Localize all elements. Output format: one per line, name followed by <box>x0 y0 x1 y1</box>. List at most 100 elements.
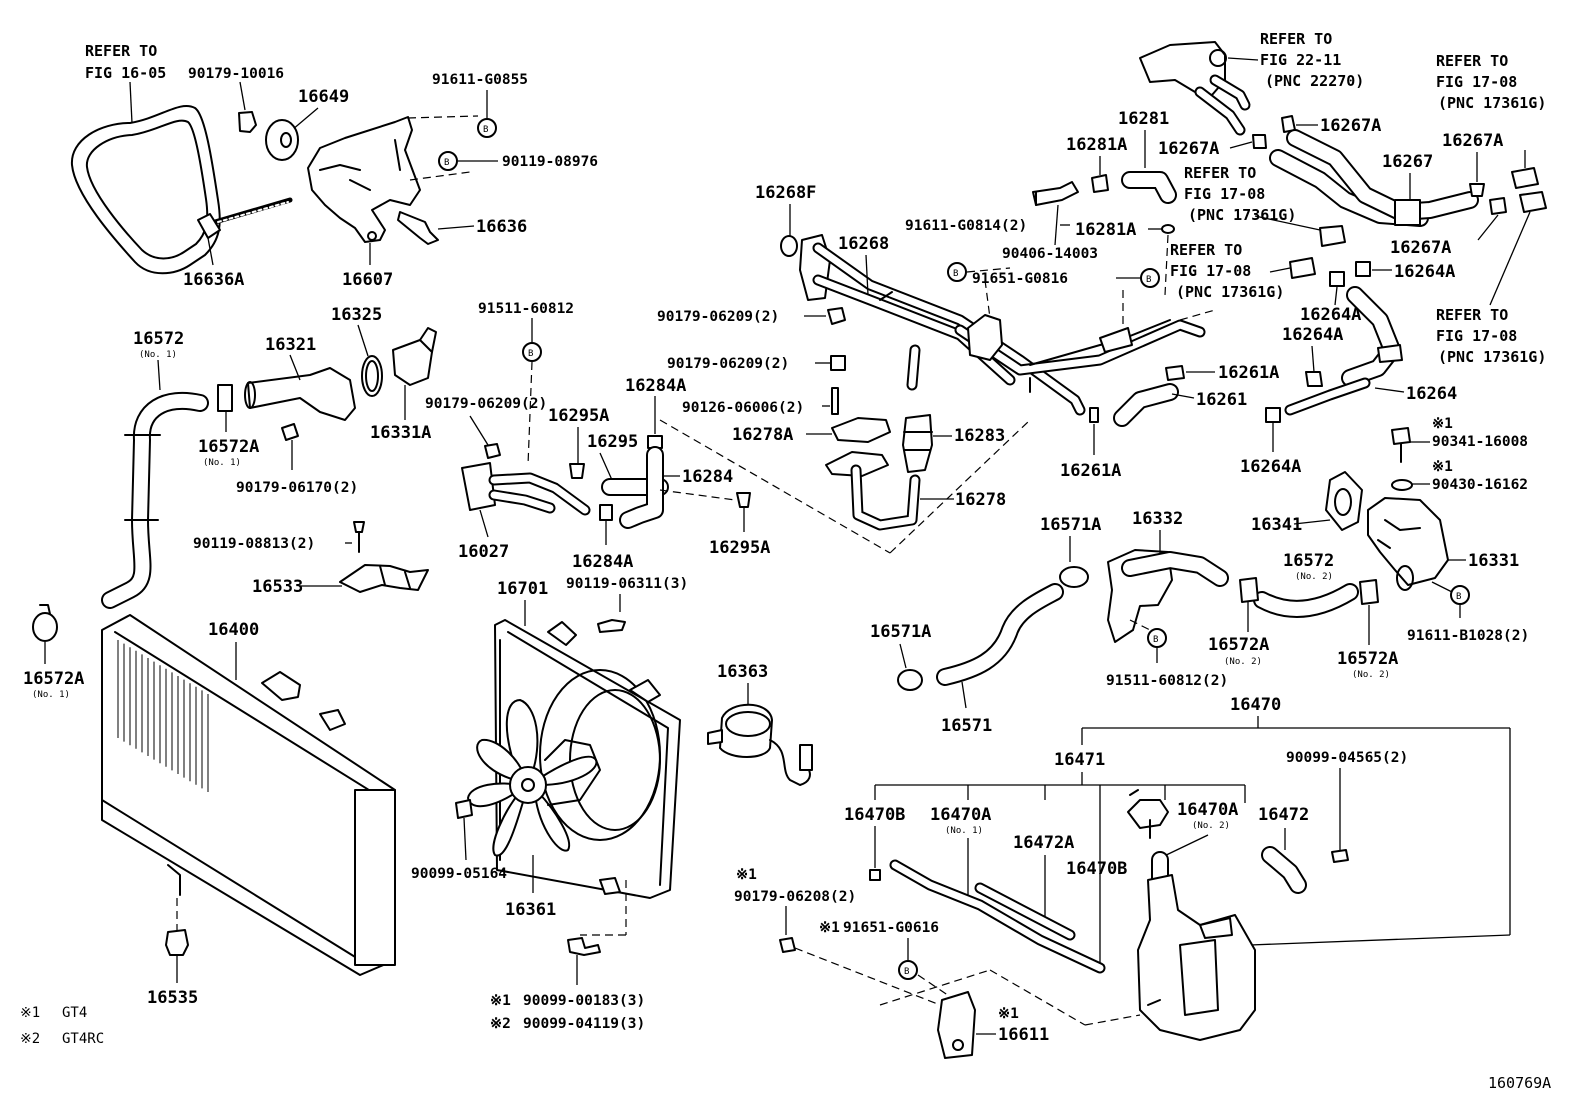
part-16332-bypass-outlet: 16332 <box>1107 509 1229 643</box>
svg-text:16261A: 16261A <box>1060 461 1121 481</box>
part-91611-b1028: B 91611-B1028(2) <box>1407 581 1529 644</box>
svg-text:90179-06170(2): 90179-06170(2) <box>236 480 358 496</box>
svg-text:16321: 16321 <box>265 335 316 355</box>
part-16264a-clamp-a: 16264A <box>1355 261 1455 282</box>
part-16471-tree: 16471 <box>874 750 1246 970</box>
part-16284a-bot: 16284A <box>572 504 633 572</box>
part-16278a-gasket: 16278A <box>732 417 891 445</box>
part-90179-06209-a: 90179-06209(2) <box>425 396 547 459</box>
svg-text:16278: 16278 <box>955 490 1006 510</box>
svg-text:REFER TO: REFER TO <box>1260 30 1332 48</box>
svg-text:16535: 16535 <box>147 988 198 1008</box>
part-16470b-b: 16470B <box>1066 851 1169 889</box>
svg-text:※2: ※2 <box>20 1031 40 1047</box>
part-16325-gasket: 16325 <box>331 305 383 397</box>
part-16264-hose: 16264 <box>1284 286 1457 416</box>
svg-text:REFER TO: REFER TO <box>1436 52 1508 70</box>
svg-text:16267A: 16267A <box>1158 139 1219 159</box>
part-91511-60812-bot: B 91511-60812(2) <box>1106 619 1228 689</box>
svg-text:FIG 17-08: FIG 17-08 <box>1436 327 1517 345</box>
svg-text:16472A: 16472A <box>1013 833 1074 853</box>
part-16267a-clamp-b: 16267A <box>1158 134 1267 159</box>
svg-text:16267A: 16267A <box>1442 131 1503 151</box>
part-90179-10016: 90179-10016 <box>188 66 284 133</box>
svg-text:16470B: 16470B <box>844 805 905 825</box>
svg-text:90126-06006(2): 90126-06006(2) <box>682 400 804 416</box>
svg-text:(PNC 22270): (PNC 22270) <box>1265 72 1364 90</box>
svg-text:16267A: 16267A <box>1320 116 1381 136</box>
part-16571-hose: 16571 <box>936 583 1064 736</box>
part-heater-pipe-ends <box>1489 150 1547 306</box>
svg-text:91611-G0855: 91611-G0855 <box>432 72 528 88</box>
part-heater-valve-ref: REFER TO FIG 22-11 (PNC 22270) <box>1139 30 1364 136</box>
svg-text:(No. 1): (No. 1) <box>32 690 70 700</box>
svg-text:16701: 16701 <box>497 579 548 599</box>
part-91511-60812-top: 91511-60812 B <box>478 301 574 466</box>
refer-mid-b: REFER TO FIG 17-08 (PNC 17361G) <box>1170 241 1316 301</box>
svg-text:16295A: 16295A <box>548 406 609 426</box>
svg-text:B: B <box>444 158 449 168</box>
svg-text:16533: 16533 <box>252 577 303 597</box>
part-16472a-hose: 16472A <box>974 833 1076 941</box>
legend: ※1 GT4 ※2 GT4RC <box>20 1005 104 1047</box>
part-16572a-clamp-b: 16572A (No. 1) <box>23 604 84 700</box>
svg-text:(PNC 17361G): (PNC 17361G) <box>1438 94 1546 112</box>
svg-text:(PNC 17361G): (PNC 17361G) <box>1176 283 1284 301</box>
part-90179-06208: ※1 90179-06208(2) <box>734 867 941 1006</box>
svg-text:REFER TO: REFER TO <box>85 42 157 60</box>
part-16470b-a: 16470B <box>844 805 905 881</box>
part-91611-g0814: 91611-G0814(2) B <box>905 218 1070 319</box>
part-91651-g0616: ※1 91651-G0616 B <box>819 920 956 1001</box>
part-16284a-top: 16284A <box>625 376 686 449</box>
svg-text:B: B <box>1456 592 1461 602</box>
svg-text:16572: 16572 <box>133 329 184 349</box>
svg-text:16261: 16261 <box>1196 390 1247 410</box>
svg-text:16267: 16267 <box>1382 152 1433 172</box>
svg-text:※1: ※1 <box>1432 459 1453 475</box>
svg-text:FIG 17-08: FIG 17-08 <box>1170 262 1251 280</box>
svg-text:16281A: 16281A <box>1066 135 1127 155</box>
svg-text:16472: 16472 <box>1258 805 1309 825</box>
part-16341-gasket: 16341 <box>1251 471 1363 535</box>
part-16572-b-hose: 16572 (No. 2) <box>1253 551 1359 618</box>
svg-text:90179-06208(2): 90179-06208(2) <box>734 889 856 905</box>
figure-id: 160769A <box>1488 1074 1551 1092</box>
svg-text:91651-G0816: 91651-G0816 <box>972 271 1068 287</box>
svg-text:(No. 1): (No. 1) <box>945 826 983 836</box>
svg-text:(No. 1): (No. 1) <box>203 458 241 468</box>
part-16472-hose: 16472 <box>1258 805 1309 894</box>
part-16261a-clamp-a: 16261A <box>1165 363 1279 383</box>
svg-text:16607: 16607 <box>342 270 393 290</box>
svg-text:B: B <box>483 125 488 135</box>
part-16281a-clamp-a: 16281A <box>1066 135 1127 193</box>
svg-text:16281A: 16281A <box>1075 220 1136 240</box>
part-16363-fan-motor: 16363 <box>707 662 813 786</box>
svg-text:16636: 16636 <box>476 217 527 237</box>
refer-right-c: REFER TO FIG 17-08 (PNC 17361G) <box>1436 306 1546 366</box>
part-16264a-clamp-d: 16264A <box>1240 407 1301 477</box>
svg-text:91611-G0814(2): 91611-G0814(2) <box>905 218 1027 234</box>
part-16281-hose: 16281 <box>1118 109 1177 204</box>
svg-text:16264A: 16264A <box>1282 325 1343 345</box>
part-91611-g0855: 91611-G0855 B <box>432 72 528 138</box>
svg-text:90179-06209(2): 90179-06209(2) <box>667 356 789 372</box>
svg-text:91611-B1028(2): 91611-B1028(2) <box>1407 628 1529 644</box>
svg-text:91511-60812: 91511-60812 <box>478 301 574 317</box>
svg-text:90179-06209(2): 90179-06209(2) <box>657 309 779 325</box>
svg-text:B: B <box>953 269 958 279</box>
part-16533-bracket: 16533 <box>252 564 429 597</box>
part-16649: 16649 <box>265 87 349 161</box>
svg-text:16572A: 16572A <box>23 669 84 689</box>
part-16571a-clamp-a: 16571A <box>1040 515 1101 588</box>
svg-text:※1: ※1 <box>20 1005 40 1021</box>
part-90119-08976: B 90119-08976 <box>438 151 598 171</box>
svg-text:16284: 16284 <box>682 467 733 487</box>
svg-text:16332: 16332 <box>1132 509 1183 529</box>
svg-text:16572A: 16572A <box>1337 649 1398 669</box>
fan-belt <box>70 105 221 275</box>
svg-text:GT4RC: GT4RC <box>62 1031 104 1047</box>
part-16268f-gasket: 16268F <box>755 183 816 257</box>
svg-text:16572: 16572 <box>1283 551 1334 571</box>
part-16281a-clamp-b: 16281A <box>1075 220 1175 240</box>
